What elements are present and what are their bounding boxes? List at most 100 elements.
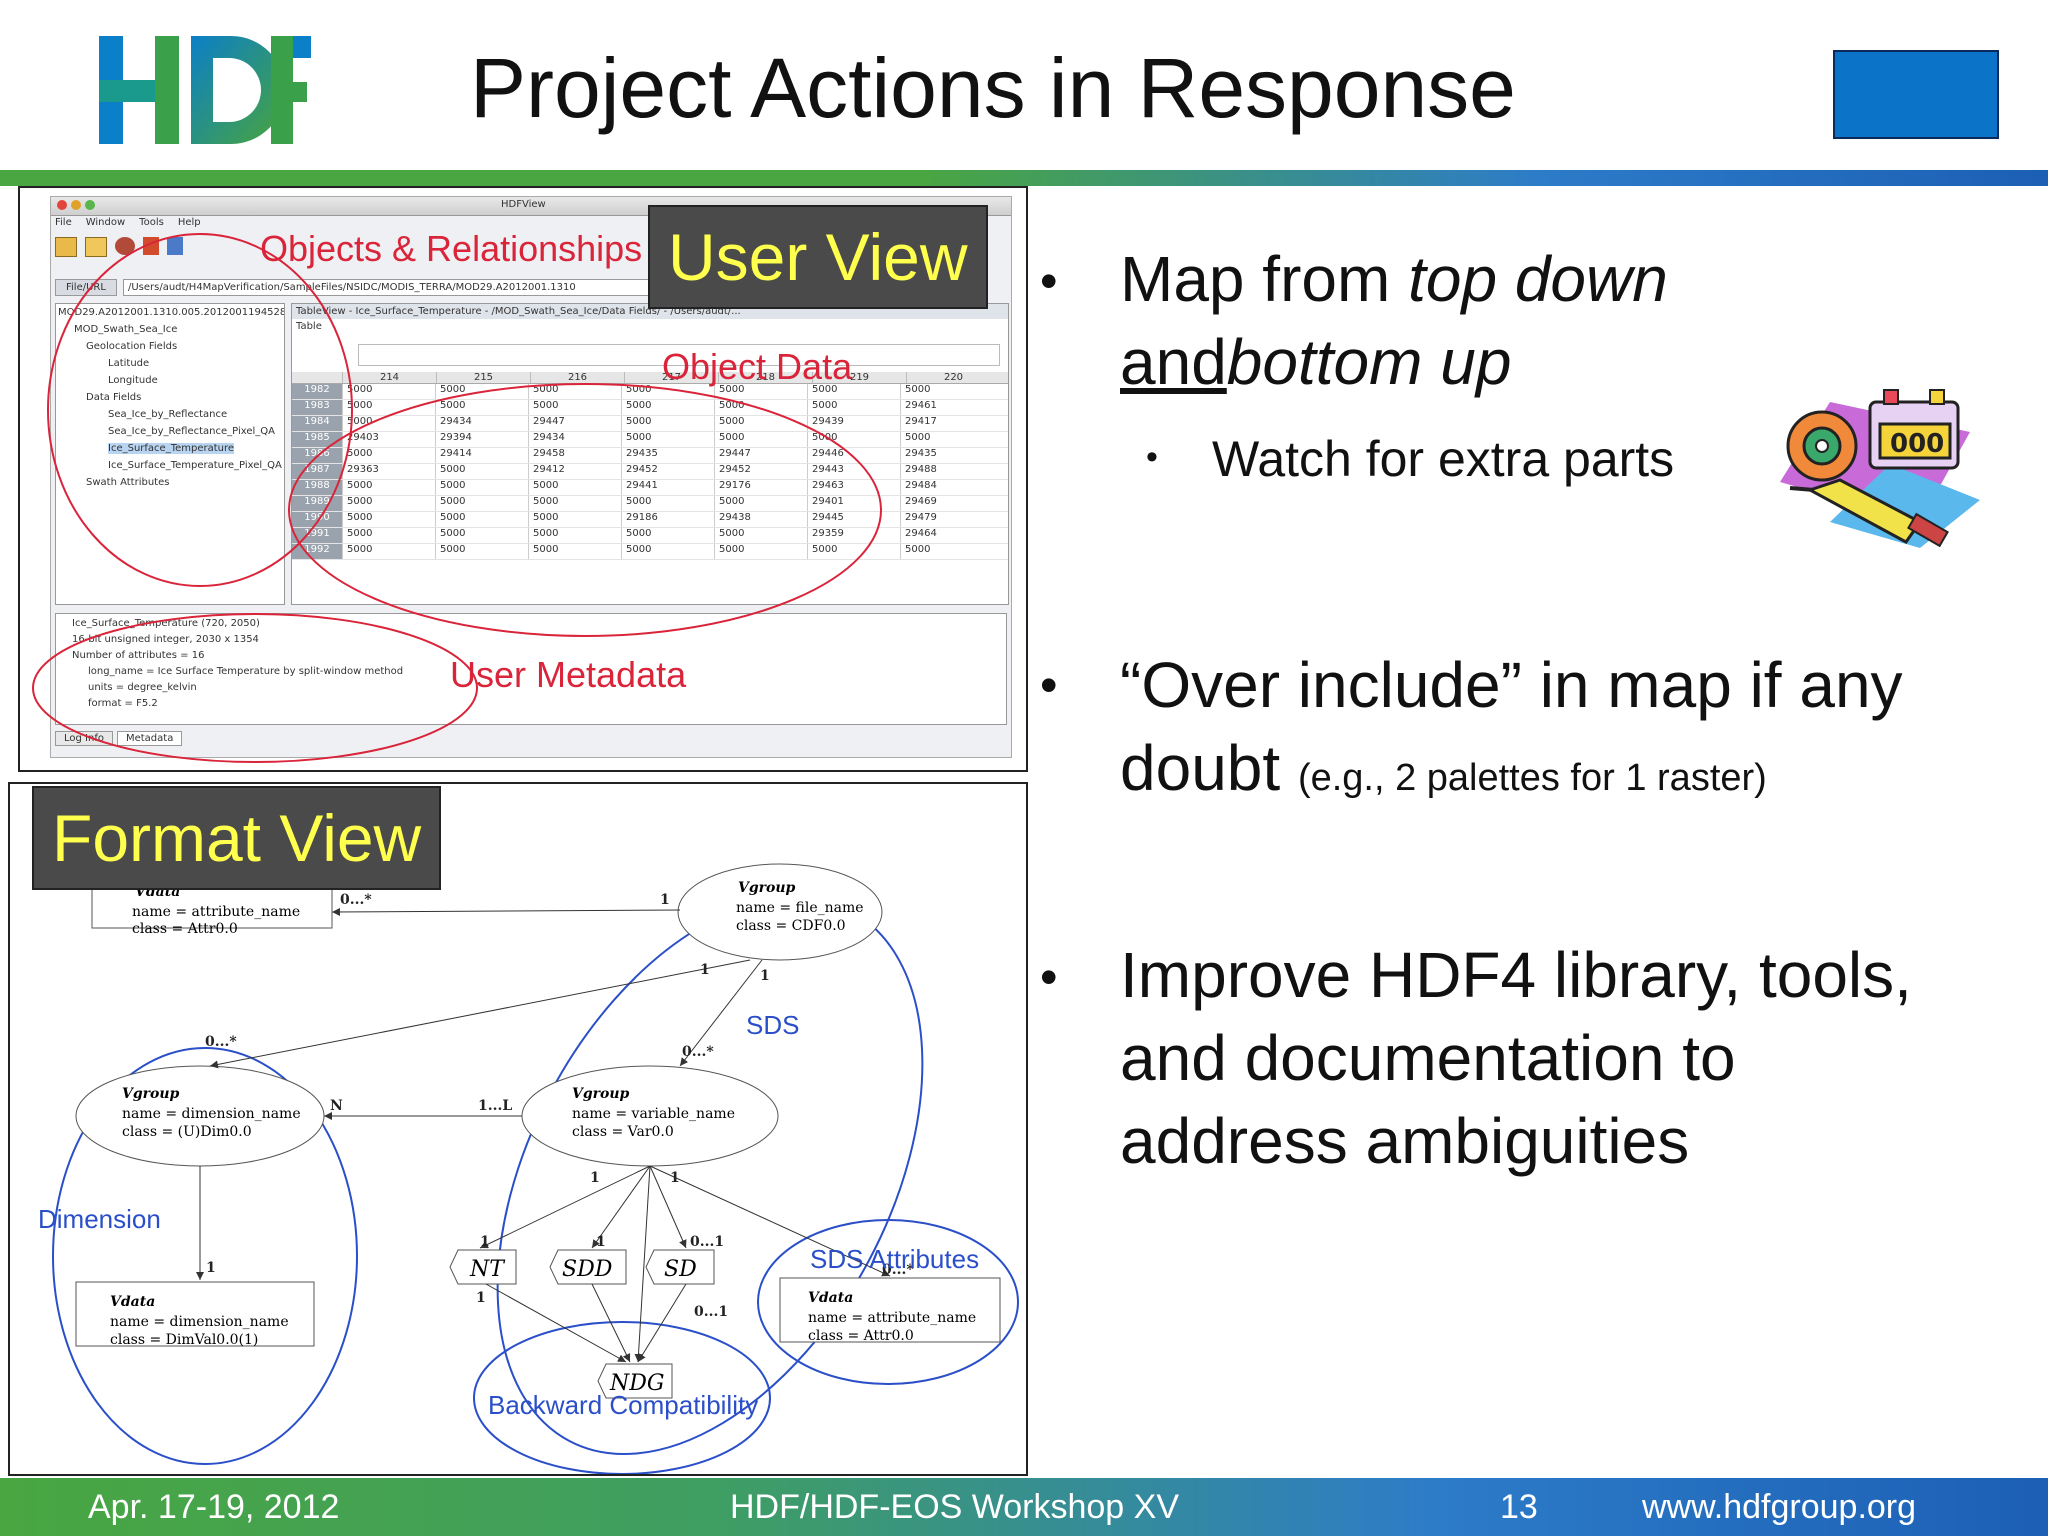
table-cell[interactable]: 29414 xyxy=(435,448,528,463)
table-cell[interactable]: 5000 xyxy=(807,432,900,447)
table-cell[interactable]: 29441 xyxy=(621,480,714,495)
table-cell[interactable]: 29469 xyxy=(900,496,993,511)
table-cell[interactable]: 5000 xyxy=(528,384,621,399)
table-cell[interactable]: 29434 xyxy=(435,416,528,431)
table-cell[interactable]: 29403 xyxy=(342,432,435,447)
table-cell[interactable]: 5000 xyxy=(807,400,900,415)
table-cell[interactable]: 29434 xyxy=(528,432,621,447)
table-cell[interactable]: 5000 xyxy=(807,384,900,399)
table-cell[interactable]: 5000 xyxy=(528,400,621,415)
open-file-icon[interactable] xyxy=(55,237,77,257)
table-cell[interactable]: 5000 xyxy=(900,384,993,399)
table-cell[interactable]: 5000 xyxy=(621,528,714,543)
table-column-header[interactable]: 219 xyxy=(812,372,906,383)
table-cell[interactable]: 5000 xyxy=(435,400,528,415)
tree-item-longitude[interactable]: Longitude xyxy=(108,375,158,386)
table-cell[interactable]: 5000 xyxy=(714,528,807,543)
tree-item-swath-attrs[interactable]: Swath Attributes xyxy=(86,477,170,488)
table-cell[interactable]: 5000 xyxy=(714,496,807,511)
table-row-header[interactable]: 1989 xyxy=(292,496,342,511)
menu-window[interactable]: Window xyxy=(85,217,126,228)
table-cell[interactable]: 5000 xyxy=(435,512,528,527)
table-cell[interactable]: 5000 xyxy=(435,496,528,511)
table-column-header[interactable]: 220 xyxy=(906,372,1000,383)
tab-metadata[interactable]: Metadata xyxy=(116,731,183,746)
table-row-header[interactable]: 1984 xyxy=(292,416,342,431)
table-column-header[interactable]: 215 xyxy=(436,372,530,383)
tree-item-geolocation[interactable]: Geolocation Fields xyxy=(86,341,178,352)
table-menu[interactable]: Table xyxy=(296,321,322,332)
table-cell[interactable]: 5000 xyxy=(528,496,621,511)
menu-tools[interactable]: Tools xyxy=(139,217,164,228)
table-cell[interactable]: 5000 xyxy=(621,384,714,399)
tree-item-seaice-refl-qa[interactable]: Sea_Ice_by_Reflectance_Pixel_QA xyxy=(108,426,275,437)
tree-item-latitude[interactable]: Latitude xyxy=(108,358,150,369)
table-cell[interactable]: 5000 xyxy=(342,544,435,559)
table-cell[interactable]: 5000 xyxy=(714,416,807,431)
menu-help[interactable]: Help xyxy=(177,217,201,228)
tree-item-ice-temp-selected[interactable]: Ice_Surface_Temperature xyxy=(56,440,284,457)
close-file-icon[interactable] xyxy=(115,237,135,255)
tree-item-ice-temp-qa[interactable]: Ice_Surface_Temperature_Pixel_QA xyxy=(108,460,282,471)
table-cell[interactable]: 5000 xyxy=(342,448,435,463)
table-cell[interactable]: 5000 xyxy=(342,416,435,431)
table-cell[interactable]: 5000 xyxy=(900,544,993,559)
tab-log-info[interactable]: Log Info xyxy=(55,731,113,746)
table-cell[interactable]: 5000 xyxy=(621,416,714,431)
table-row-header[interactable]: 1982 xyxy=(292,384,342,399)
table-cell[interactable]: 29359 xyxy=(807,528,900,543)
tree-item-swath[interactable]: MOD_Swath_Sea_Ice xyxy=(74,324,178,335)
table-cell[interactable]: 5000 xyxy=(342,384,435,399)
table-cell[interactable]: 5000 xyxy=(528,480,621,495)
table-cell[interactable]: 29484 xyxy=(900,480,993,495)
table-cell[interactable]: 5000 xyxy=(342,512,435,527)
table-cell[interactable]: 5000 xyxy=(900,432,993,447)
minimize-icon[interactable] xyxy=(71,200,81,210)
tree-item-seaice-refl[interactable]: Sea_Ice_by_Reflectance xyxy=(108,409,228,420)
table-cell[interactable]: 5000 xyxy=(435,528,528,543)
table-cell[interactable]: 29461 xyxy=(900,400,993,415)
table-cell[interactable]: 5000 xyxy=(807,544,900,559)
table-cell[interactable]: 5000 xyxy=(528,544,621,559)
table-column-header[interactable]: 214 xyxy=(342,372,436,383)
table-cell[interactable]: 5000 xyxy=(435,464,528,479)
table-cell[interactable]: 5000 xyxy=(342,400,435,415)
table-cell[interactable]: 29464 xyxy=(900,528,993,543)
tree-item-datafields[interactable]: Data Fields xyxy=(86,392,142,403)
table-column-header[interactable]: 216 xyxy=(530,372,624,383)
table-cell[interactable]: 29435 xyxy=(900,448,993,463)
table-cell[interactable]: 5000 xyxy=(621,544,714,559)
menu-file[interactable]: File xyxy=(55,217,72,228)
table-cell[interactable]: 5000 xyxy=(528,528,621,543)
table-cell[interactable]: 29439 xyxy=(807,416,900,431)
table-row-header[interactable]: 1992 xyxy=(292,544,342,559)
table-cell[interactable]: 29417 xyxy=(900,416,993,431)
table-row-header[interactable]: 1987 xyxy=(292,464,342,479)
table-row-header[interactable]: 1985 xyxy=(292,432,342,447)
table-column-header[interactable]: 218 xyxy=(718,372,812,383)
cell-editor[interactable] xyxy=(358,344,1000,366)
table-cell[interactable]: 29463 xyxy=(807,480,900,495)
table-cell[interactable]: 5000 xyxy=(621,496,714,511)
table-cell[interactable]: 5000 xyxy=(342,480,435,495)
folder-icon[interactable] xyxy=(85,237,107,257)
table-cell[interactable]: 29447 xyxy=(714,448,807,463)
table-cell[interactable]: 5000 xyxy=(621,400,714,415)
table-cell[interactable]: 29186 xyxy=(621,512,714,527)
table-row-header[interactable]: 1983 xyxy=(292,400,342,415)
table-cell[interactable]: 5000 xyxy=(714,400,807,415)
table-cell[interactable]: 29458 xyxy=(528,448,621,463)
table-cell[interactable]: 29452 xyxy=(714,464,807,479)
table-cell[interactable]: 5000 xyxy=(621,432,714,447)
table-cell[interactable]: 5000 xyxy=(528,512,621,527)
tree-item-ice-temp[interactable]: Ice_Surface_Temperature xyxy=(108,443,235,454)
table-cell[interactable]: 5000 xyxy=(435,544,528,559)
table-cell[interactable]: 29435 xyxy=(621,448,714,463)
table-cell[interactable]: 29479 xyxy=(900,512,993,527)
table-cell[interactable]: 29488 xyxy=(900,464,993,479)
table-row-header[interactable]: 1988 xyxy=(292,480,342,495)
maximize-icon[interactable] xyxy=(85,200,95,210)
table-column-header[interactable]: 217 xyxy=(624,372,718,383)
tree-item-root[interactable]: MOD29.A2012001.1310.005.2012001194528 xyxy=(58,307,285,318)
table-row-header[interactable]: 1990 xyxy=(292,512,342,527)
